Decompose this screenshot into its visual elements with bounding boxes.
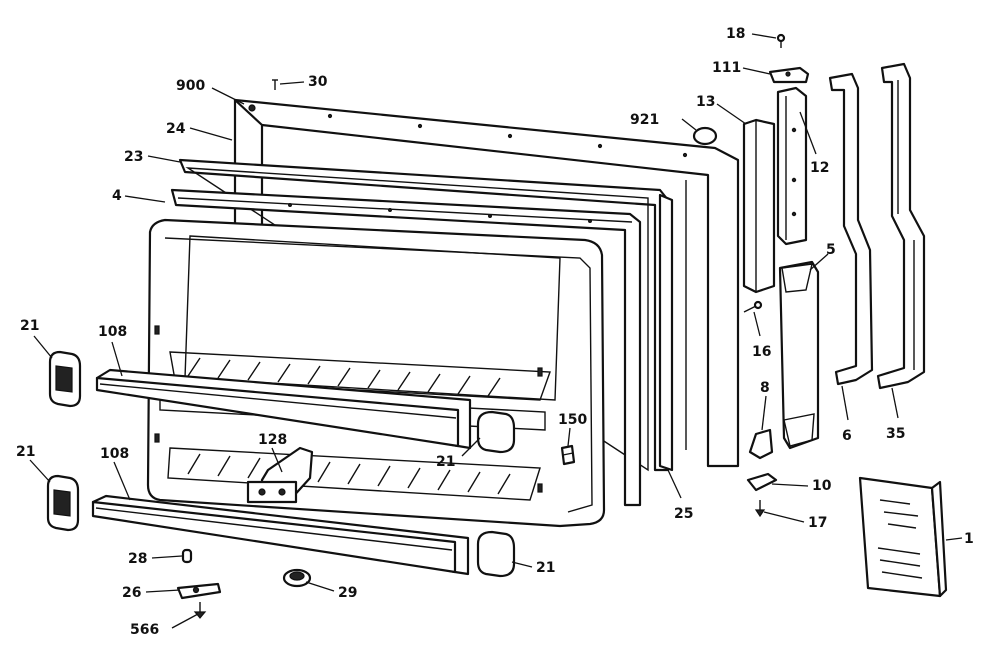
callout-18: 18 xyxy=(726,26,745,42)
gasket-strip xyxy=(658,193,674,472)
callout-10: 10 xyxy=(812,478,832,494)
bar-holder xyxy=(246,446,314,504)
shelf-end-cap-left-lower xyxy=(46,474,80,532)
callout-13: 13 xyxy=(696,94,715,110)
callout-921: 921 xyxy=(630,112,659,128)
inner-door-liner xyxy=(146,218,606,528)
callout-30: 30 xyxy=(308,74,328,90)
callout-21-right-lower: 21 xyxy=(536,560,555,576)
callout-35: 35 xyxy=(886,426,905,442)
callout-25: 25 xyxy=(674,506,693,522)
callout-labels: 18 111 13 12 921 900 30 24 23 4 5 16 8 6… xyxy=(16,26,974,638)
callout-111: 111 xyxy=(712,60,741,76)
handle-end-5 xyxy=(778,260,820,450)
door-liner-frame xyxy=(170,188,642,507)
screw-30 xyxy=(272,79,278,90)
callout-108-lower: 108 xyxy=(100,446,129,462)
shelf-end-cap-right-upper xyxy=(476,410,516,454)
screw-18 xyxy=(776,33,786,48)
shelf-end-cap-left-upper xyxy=(48,350,82,408)
callout-6: 6 xyxy=(842,428,852,444)
plug-button xyxy=(692,126,718,146)
hinge-bracket-111 xyxy=(768,66,810,84)
callout-29: 29 xyxy=(338,585,357,601)
screw-566 xyxy=(193,602,207,619)
door-handle-35 xyxy=(876,62,926,390)
door-stop xyxy=(560,444,576,466)
handle-cap-8 xyxy=(748,428,774,460)
callout-5: 5 xyxy=(826,242,836,258)
owners-manual xyxy=(858,476,948,598)
bushing xyxy=(181,548,193,564)
callout-900: 900 xyxy=(176,78,205,94)
callout-21-center: 21 xyxy=(436,454,455,470)
callout-24: 24 xyxy=(166,121,186,137)
hinge-bracket xyxy=(176,582,222,600)
callout-23: 23 xyxy=(124,149,143,165)
screw-16 xyxy=(743,300,763,313)
callout-26: 26 xyxy=(122,585,141,601)
callout-21-left-upper: 21 xyxy=(20,318,39,334)
callout-1: 1 xyxy=(964,531,974,547)
screw-17 xyxy=(754,500,766,518)
callout-4: 4 xyxy=(112,188,122,204)
callout-566: 566 xyxy=(130,622,159,638)
shelf-end-cap-right-lower xyxy=(476,530,516,578)
callout-12: 12 xyxy=(810,160,829,176)
callout-108-upper: 108 xyxy=(98,324,127,340)
door-handle-6 xyxy=(828,72,874,386)
callout-28: 28 xyxy=(128,551,147,567)
handle-trim-13 xyxy=(742,118,776,294)
latch-plate-10 xyxy=(746,472,778,492)
callout-150: 150 xyxy=(558,412,587,428)
callout-128: 128 xyxy=(258,432,287,448)
leader-lines xyxy=(29,33,963,629)
callout-21-left-lower: 21 xyxy=(16,444,35,460)
upper-shelf-bar xyxy=(95,368,472,450)
cam-nut xyxy=(282,568,312,588)
callout-16: 16 xyxy=(752,344,771,360)
handle-bracket-12 xyxy=(776,86,808,246)
callout-17: 17 xyxy=(808,515,827,531)
lower-shelf-bar xyxy=(91,494,470,576)
callout-8: 8 xyxy=(760,380,770,396)
